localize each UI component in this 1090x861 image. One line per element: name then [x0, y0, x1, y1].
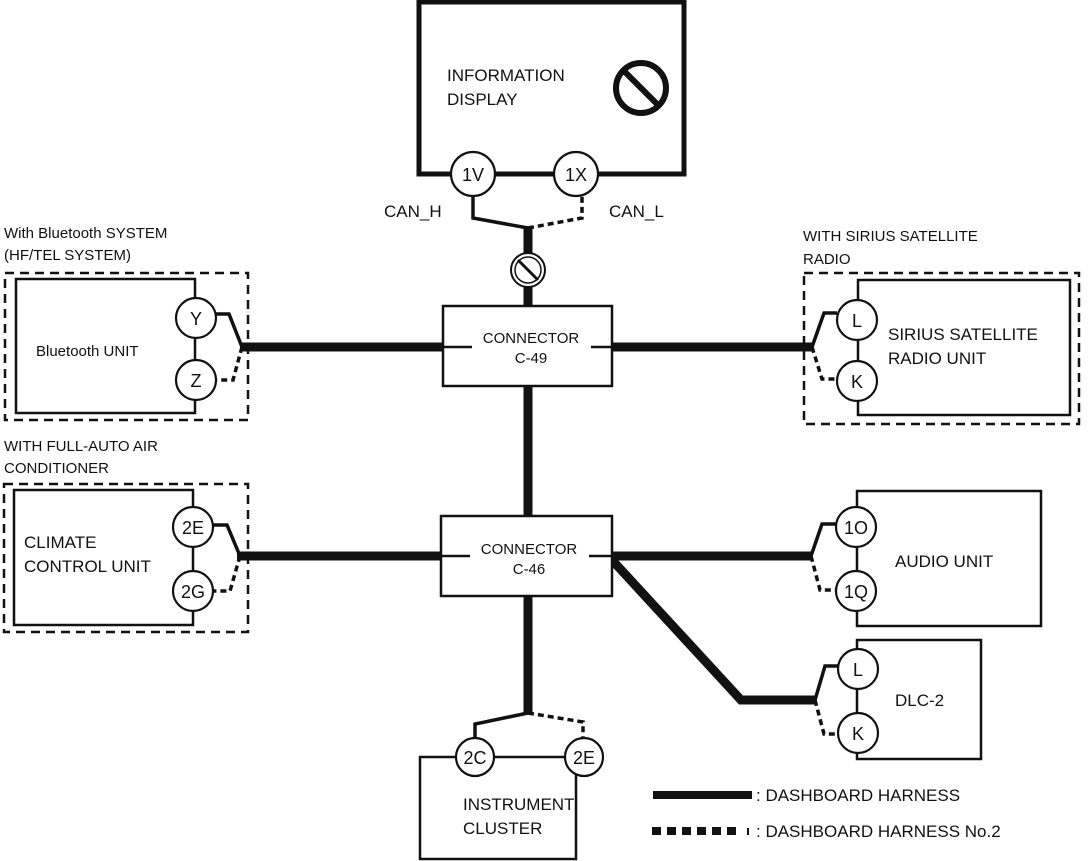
pin-z-label: Z	[191, 371, 202, 391]
wire-k-sirius	[810, 346, 837, 381]
pin-2g-label: 2G	[181, 582, 205, 602]
pin-2e-climate-label: 2E	[182, 518, 204, 538]
wire-can-l	[527, 196, 584, 230]
harness-lines	[237, 228, 815, 713]
connector-c46-label-2: C-46	[513, 561, 546, 578]
sirius-option-1: WITH SIRIUS SATELLITE	[803, 228, 978, 245]
pin-1o-label: 1O	[844, 518, 868, 538]
legend-dashed-label: : DASHBOARD HARNESS No.2	[756, 822, 1001, 841]
wire-z	[216, 346, 244, 382]
connector-c46-label-1: CONNECTOR	[481, 541, 578, 558]
instrument-cluster-label-2: CLUSTER	[463, 819, 542, 838]
wire-1o	[809, 522, 836, 557]
wire-1q	[809, 555, 836, 592]
pin-k-sirius-label: K	[851, 372, 863, 392]
wire-l-sirius	[810, 311, 837, 348]
pin-k-dlc	[836, 711, 880, 755]
wire-2c	[473, 711, 529, 738]
sirius-unit-box	[856, 278, 1072, 417]
climate-option-2: CONDITIONER	[4, 460, 109, 477]
wire-2e-cluster	[527, 711, 585, 738]
audio-group: AUDIO UNIT 1O 1Q	[809, 489, 1043, 628]
pin-y	[174, 296, 218, 340]
pin-1q-label: 1Q	[844, 582, 868, 602]
wire-2e	[213, 523, 242, 557]
pin-l-dlc	[836, 647, 880, 691]
wire-k-dlc	[813, 699, 838, 736]
pin-2e-cluster-label: 2E	[573, 748, 595, 768]
pin-1o	[834, 505, 878, 549]
sirius-group: WITH SIRIUS SATELLITE RADIO SIRIUS SATEL…	[802, 228, 1081, 426]
pin-y-label: Y	[190, 309, 202, 329]
connector-c46: CONNECTOR C-46	[439, 514, 614, 598]
climate-unit-label-2: CONTROL UNIT	[24, 557, 151, 576]
pin-2e-climate	[171, 505, 215, 549]
legend: : DASHBOARD HARNESS : DASHBOARD HARNESS …	[652, 786, 1001, 841]
instrument-cluster-box	[418, 755, 578, 861]
information-display-label-1: INFORMATION	[447, 66, 565, 85]
prohibited-icon	[613, 60, 669, 116]
sirius-option-2: RADIO	[803, 251, 851, 268]
climate-unit-box	[12, 488, 195, 627]
audio-unit-label: AUDIO UNIT	[895, 552, 993, 571]
wire-2g	[213, 555, 242, 593]
bluetooth-group: With Bluetooth SYSTEM (HF/TEL SYSTEM) Bl…	[3, 225, 250, 422]
pin-1x-label: 1X	[565, 165, 587, 185]
climate-option-1: WITH FULL-AUTO AIR	[4, 438, 158, 455]
pin-l-dlc-label: L	[853, 660, 863, 680]
dlc-group: DLC-2 L K	[813, 638, 983, 761]
legend-solid-label: : DASHBOARD HARNESS	[756, 786, 960, 805]
pin-l-sirius-label: L	[852, 311, 862, 331]
bluetooth-unit-label: Bluetooth UNIT	[36, 343, 139, 360]
pin-k-dlc-label: K	[852, 724, 864, 744]
wire-can-h	[471, 196, 529, 230]
bluetooth-unit-box	[14, 277, 197, 415]
sirius-unit-label-2: RADIO UNIT	[888, 349, 986, 368]
bluetooth-option-1: With Bluetooth SYSTEM	[4, 225, 167, 242]
can-l-label: CAN_L	[609, 202, 664, 221]
instrument-cluster-label-1: INSTRUMENT	[463, 795, 574, 814]
pin-1v-label: 1V	[462, 165, 484, 185]
connector-c49: CONNECTOR C-49	[441, 304, 614, 388]
pin-1x	[552, 150, 600, 198]
information-display-label-2: DISPLAY	[447, 90, 518, 109]
climate-optional-boundary	[2, 482, 250, 634]
bluetooth-optional-boundary	[3, 271, 250, 422]
climate-unit-label-1: CLIMATE	[24, 533, 96, 552]
dlc-label: DLC-2	[895, 691, 944, 710]
pin-k-sirius	[835, 359, 879, 403]
bluetooth-option-2: (HF/TEL SYSTEM)	[4, 247, 131, 264]
connector-c49-label-2: C-49	[515, 350, 548, 367]
can-h-label: CAN_H	[384, 202, 442, 221]
wire-l-dlc	[813, 664, 838, 701]
instrument-cluster-group: INSTRUMENT CLUSTER 2C 2E	[418, 711, 605, 861]
terminating-resistor-icon	[510, 252, 546, 288]
information-display: INFORMATION DISPLAY 1V 1X CAN_H CAN_L	[384, 0, 687, 288]
pin-l-sirius	[835, 298, 879, 342]
climate-group: WITH FULL-AUTO AIR CONDITIONER CLIMATE C…	[2, 438, 250, 634]
sirius-optional-boundary	[802, 271, 1081, 426]
harness-dlc	[608, 556, 815, 705]
wire-y	[216, 312, 244, 348]
pin-2c-label: 2C	[463, 748, 486, 768]
connector-c49-label-1: CONNECTOR	[483, 330, 580, 347]
audio-unit-box	[855, 489, 1043, 628]
sirius-unit-label-1: SIRIUS SATELLITE	[888, 325, 1038, 344]
